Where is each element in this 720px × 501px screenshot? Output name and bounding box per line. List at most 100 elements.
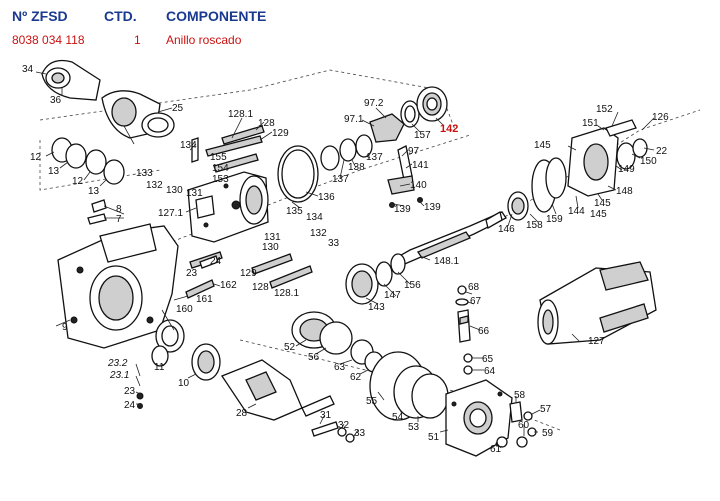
callout[interactable]: 9 [62,322,68,333]
gear-group-158-159[interactable] [507,157,567,221]
bearing-52-56-part[interactable] [291,311,384,373]
part-component-value[interactable]: Anillo roscado [166,33,242,47]
callout[interactable]: 145 [590,209,607,220]
callout[interactable]: 128.1 [228,109,253,120]
callout[interactable]: 141 [412,160,429,171]
callout[interactable]: 13 [48,166,60,177]
shaft-seal-160-part[interactable] [155,251,223,353]
callout[interactable]: 149 [618,164,635,175]
callout[interactable]: 60 [518,420,530,431]
callout[interactable]: 12 [30,152,42,163]
callout-highlighted-142[interactable]: 142 [440,123,458,135]
sliding-bar-lower-128-part[interactable] [251,253,313,289]
planetary-housing-151-part[interactable] [567,119,648,197]
shift-housing-127-1-part[interactable] [187,171,269,243]
callout[interactable]: 128 [258,118,275,129]
callout[interactable]: 11 [154,362,165,373]
bolt-31-33-part[interactable] [311,421,355,443]
valve-group-64-68-part[interactable] [455,285,473,375]
callout[interactable]: 53 [408,422,420,433]
callout[interactable]: 131 [186,188,203,199]
callout[interactable]: 28 [236,408,248,419]
callout[interactable]: 31 [320,410,332,421]
callout[interactable]: 97.2 [364,98,384,109]
cover-plate-part[interactable] [41,59,101,101]
callout[interactable]: 159 [546,214,563,225]
callout[interactable]: 57 [540,404,552,415]
callout[interactable]: 145 [594,198,611,209]
callout[interactable]: 138 [348,162,365,173]
callout[interactable]: 145 [534,140,551,151]
callout[interactable]: 137 [366,152,383,163]
seal-rings-12-13[interactable] [51,137,125,185]
end-cover-51-part[interactable] [445,379,513,457]
callout[interactable]: 23 [186,268,198,279]
callout[interactable]: 129 [240,268,257,279]
small-parts-57-61[interactable] [496,401,537,448]
screw-23-24-part[interactable] [136,255,219,409]
sliding-bar-128-part[interactable] [191,125,265,173]
callout[interactable]: 33 [354,428,366,439]
callout[interactable]: 97.1 [344,114,364,125]
callout[interactable]: 63 [334,362,346,373]
callout[interactable]: 22 [656,146,668,157]
callout[interactable]: 156 [404,280,421,291]
callout[interactable]: 24 [210,256,222,267]
callout[interactable]: 152 [596,104,613,115]
callout[interactable]: 66 [478,326,490,337]
callout[interactable]: 148.1 [434,256,459,267]
callout[interactable]: 32 [338,420,350,431]
bearing-143-part[interactable] [345,253,406,305]
callout[interactable]: 24 [124,400,136,411]
callout[interactable]: 139 [394,204,411,215]
callout[interactable]: 140 [410,180,427,191]
cylinder-housing-127-part[interactable] [537,261,657,345]
bearing-housing-part[interactable] [101,90,175,139]
shift-fork-140-part[interactable] [387,145,423,208]
callout[interactable]: 34 [22,64,34,75]
callout[interactable]: 134 [306,212,323,223]
callout[interactable]: 146 [498,224,515,235]
callout[interactable]: 54 [392,412,404,423]
callout[interactable]: 162 [220,280,237,291]
callout[interactable]: 148 [616,186,633,197]
callout[interactable]: 153 [212,174,229,185]
shaft-rings-135-138[interactable] [277,134,373,203]
callout[interactable]: 12 [72,176,84,187]
callout[interactable]: 134 [180,140,197,151]
callout[interactable]: 147 [384,290,401,301]
large-rings-53-55[interactable] [369,351,449,421]
callout[interactable]: 61 [490,444,502,455]
output-shaft-28-part[interactable] [221,359,335,421]
callout[interactable]: 56 [308,352,320,363]
callout[interactable]: 65 [482,354,494,365]
callout[interactable]: 64 [484,366,496,377]
callout[interactable]: 36 [50,95,62,106]
callout[interactable]: 62 [350,372,362,383]
callout[interactable]: 144 [568,206,585,217]
callout[interactable]: 67 [470,296,482,307]
callout[interactable]: 8 [116,204,122,215]
callout[interactable]: 128 [252,282,269,293]
callout[interactable]: 139 [424,202,441,213]
callout[interactable]: 158 [526,220,543,231]
callout[interactable]: 143 [368,302,385,313]
callout[interactable]: 23.2 [107,358,128,369]
callout[interactable]: 130 [262,242,279,253]
callout[interactable]: 126 [652,112,669,123]
threaded-ring-142-part[interactable] [416,86,448,122]
callout[interactable]: 13 [88,186,100,197]
callout[interactable]: 135 [286,206,303,217]
callout[interactable]: 23 [124,386,136,397]
bearing-group-97[interactable] [369,100,420,143]
callout[interactable]: 33 [328,238,340,249]
callout[interactable]: 97 [408,146,420,157]
callout[interactable]: 68 [468,282,480,293]
callout[interactable]: 127.1 [158,208,183,219]
callout[interactable]: 23.1 [109,370,129,381]
callout[interactable]: 137 [332,174,349,185]
callout[interactable]: 51 [428,432,440,443]
callout[interactable]: 130 [166,185,183,196]
callout[interactable]: 59 [542,428,554,439]
callout[interactable]: 25 [172,103,184,114]
